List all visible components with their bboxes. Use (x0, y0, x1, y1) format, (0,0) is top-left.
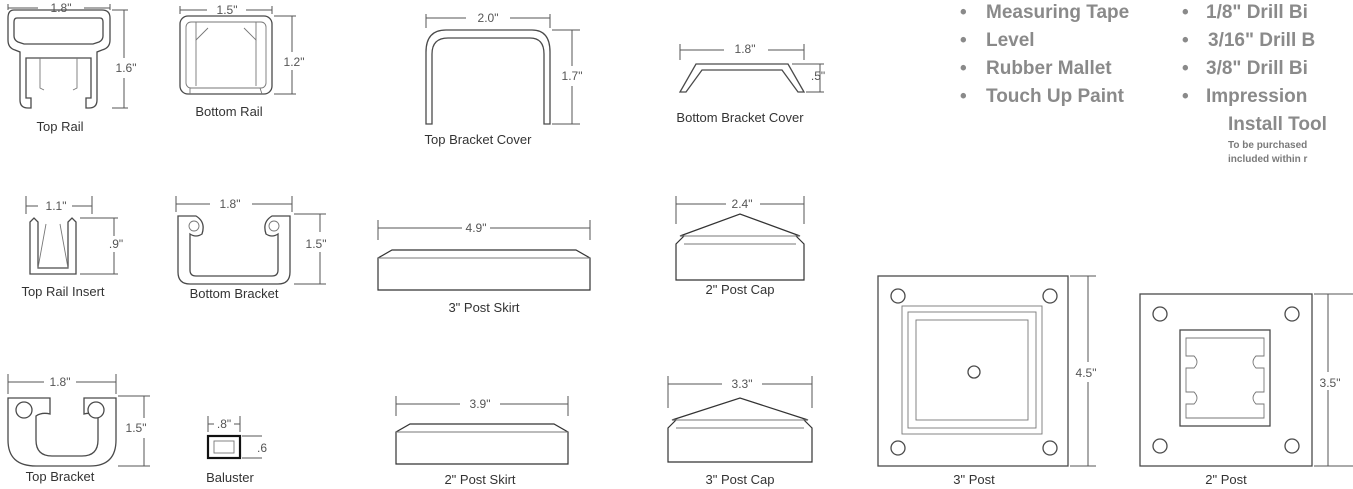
tool-bullet: • (1182, 30, 1189, 51)
top-rail-insert-height: .9" (109, 237, 123, 251)
post-skirt-3-label: 3" Post Skirt (448, 300, 519, 315)
post-cap-3-label: 3" Post Cap (706, 472, 775, 487)
tool-drill-bit-1-8: 1/8" Drill Bi (1206, 2, 1308, 23)
top-bracket-height: 1.5" (126, 421, 147, 435)
tool-bullet: • (960, 86, 967, 107)
tool-drill-bit-3-16: 3/16" Drill B (1208, 30, 1315, 51)
bottom-bracket-cover-height: .5" (811, 69, 825, 83)
top-rail: 1.8" 1.6" Top Rail (7, 1, 137, 134)
top-bracket: 1.8" 1.5" Top Bracket (7, 374, 150, 484)
tool-note-line-2: included within r (1228, 154, 1308, 165)
baluster-label: Baluster (206, 470, 254, 485)
tool-bullet: • (960, 30, 967, 51)
tool-drill-bit-3-8: 3/8" Drill Bi (1206, 58, 1308, 79)
bottom-rail-width: 1.5" (217, 3, 238, 17)
tool-bullet: • (1182, 2, 1189, 23)
bottom-bracket-height: 1.5" (306, 237, 327, 251)
top-rail-insert-label: Top Rail Insert (21, 284, 104, 299)
top-rail-height: 1.6" (116, 61, 137, 75)
baluster: .8" .6 Baluster (206, 416, 267, 485)
post-cap-3: 3.3" 3" Post Cap (667, 376, 813, 487)
bottom-bracket-cover-label: Bottom Bracket Cover (676, 110, 804, 125)
tool-level: Level (986, 30, 1035, 51)
tools-list: • Measuring Tape • Level • Rubber Mallet… (960, 2, 1327, 165)
tool-bullet: • (960, 58, 967, 79)
top-rail-insert: 1.1" .9" Top Rail Insert (21, 196, 123, 299)
bottom-rail-label: Bottom Rail (195, 104, 262, 119)
top-bracket-cover-width: 2.0" (478, 11, 499, 25)
bottom-bracket: 1.8" 1.5" Bottom Bracket (175, 196, 327, 301)
top-bracket-width: 1.8" (50, 375, 71, 389)
post-2: 3.5" 2" Post (1139, 293, 1353, 487)
tool-bullet: • (960, 2, 967, 23)
post-3-label: 3" Post (953, 472, 995, 487)
post-cap-2-label: 2" Post Cap (706, 282, 775, 297)
top-rail-width: 1.8" (51, 1, 72, 15)
tool-measuring-tape: Measuring Tape (986, 2, 1129, 23)
top-rail-label: Top Rail (37, 119, 84, 134)
top-bracket-cover-height: 1.7" (562, 69, 583, 83)
bottom-bracket-cover-width: 1.8" (735, 42, 756, 56)
tool-note-line-1: To be purchased (1228, 140, 1307, 151)
bottom-rail: 1.5" 1.2" Bottom Rail (179, 3, 305, 119)
post-3: 4.5" 3" Post (877, 275, 1097, 487)
post-2-label: 2" Post (1205, 472, 1247, 487)
post-skirt-3: 4.9" 3" Post Skirt (377, 220, 591, 315)
post-cap-2: 2.4" 2" Post Cap (675, 196, 805, 297)
post-cap-3-width: 3.3" (732, 377, 753, 391)
tool-impression: Impression (1206, 86, 1307, 107)
post-skirt-2-width: 3.9" (470, 397, 491, 411)
bottom-bracket-cover: 1.8" .5" Bottom Bracket Cover (676, 42, 825, 125)
bottom-bracket-label: Bottom Bracket (190, 286, 279, 301)
top-bracket-label: Top Bracket (26, 469, 95, 484)
top-rail-insert-width: 1.1" (46, 199, 67, 213)
tool-install-tool: Install Tool (1228, 114, 1327, 135)
tool-bullet: • (1182, 58, 1189, 79)
post-2-height: 3.5" (1320, 376, 1341, 390)
baluster-height: .6 (257, 441, 267, 455)
post-3-height: 4.5" (1076, 366, 1097, 380)
top-bracket-cover: 2.0" 1.7" Top Bracket Cover (425, 11, 583, 147)
tool-touch-up-paint: Touch Up Paint (986, 86, 1125, 107)
post-skirt-3-width: 4.9" (466, 221, 487, 235)
post-cap-2-width: 2.4" (732, 197, 753, 211)
tool-bullet: • (1182, 86, 1189, 107)
bottom-bracket-width: 1.8" (220, 197, 241, 211)
bottom-rail-height: 1.2" (284, 55, 305, 69)
post-skirt-2-label: 2" Post Skirt (444, 472, 515, 487)
post-skirt-2: 3.9" 2" Post Skirt (395, 396, 569, 487)
tool-rubber-mallet: Rubber Mallet (986, 58, 1112, 79)
baluster-width: .8" (217, 417, 231, 431)
top-bracket-cover-label: Top Bracket Cover (425, 132, 533, 147)
